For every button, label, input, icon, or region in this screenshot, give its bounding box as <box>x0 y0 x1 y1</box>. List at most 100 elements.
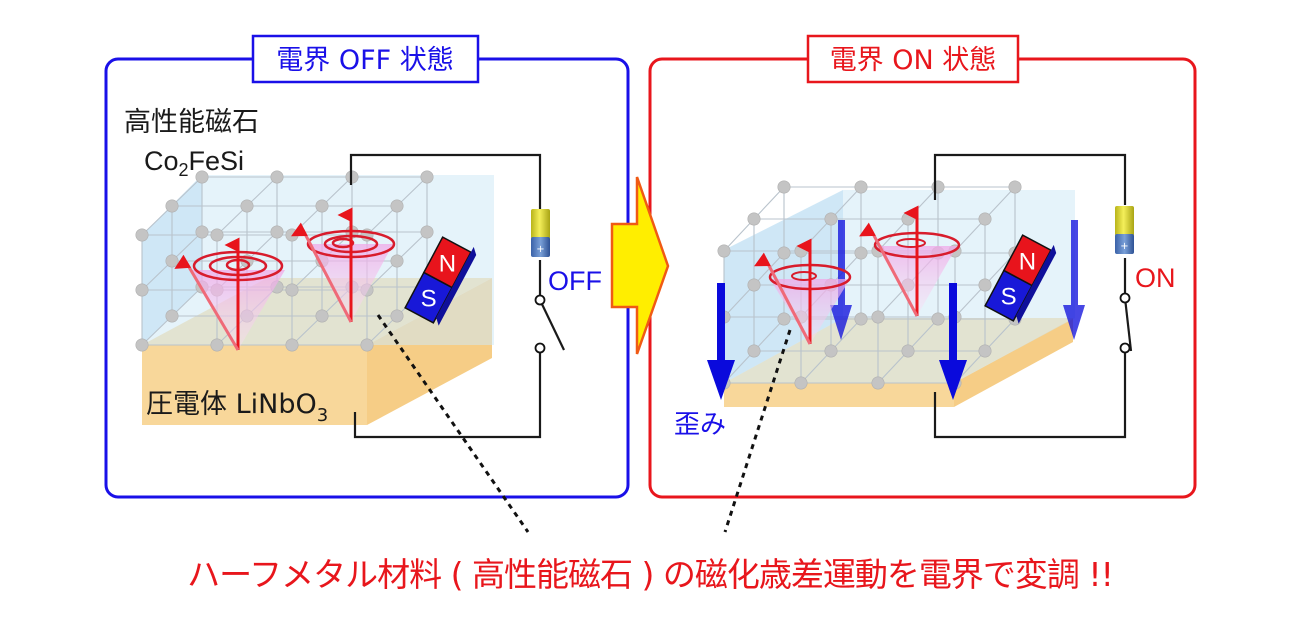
lattice-atom <box>135 283 149 297</box>
lattice-bond <box>171 286 203 317</box>
strain-arrow-back-left <box>830 220 852 340</box>
on-spin-cone-2 <box>859 205 961 317</box>
lattice-atom <box>315 309 329 323</box>
lattice-atom <box>717 244 731 258</box>
lattice-atom <box>390 254 404 268</box>
lattice-bond <box>984 186 1016 220</box>
lattice-bond <box>800 350 832 384</box>
lattice-atom <box>390 199 404 213</box>
strain-arrow-back-right <box>1063 220 1085 340</box>
precession-orbit-inner <box>896 238 926 248</box>
lattice-atom <box>195 170 209 184</box>
magnet-south-label: S <box>421 286 437 313</box>
off-magnet-label: 高性能磁石 <box>124 107 259 138</box>
lattice-atom <box>420 170 434 184</box>
caption: ハーフメタル材料 ( 高性能磁石 ) の磁化歳差運動を電界で変調 !! <box>187 555 1114 594</box>
lattice-atom <box>931 312 945 326</box>
lattice-atom <box>135 338 149 352</box>
panel-on-title: 電界 ON 状態 <box>830 45 997 76</box>
magnet-south-label: S <box>1001 284 1017 311</box>
on-battery-icon: + <box>1115 206 1134 254</box>
lattice-atom <box>794 244 808 258</box>
switch-terminal-bottom <box>1119 342 1131 354</box>
lattice-atom <box>285 228 299 242</box>
lattice-bond <box>366 205 398 236</box>
spin-moment-arrow <box>174 254 240 351</box>
lattice-bond <box>723 218 755 252</box>
lattice-bond <box>830 186 862 220</box>
switch-terminal-bottom <box>534 342 546 354</box>
off-spin-cone-1 <box>174 237 285 351</box>
spin-moment-arrow <box>754 252 812 345</box>
magnet-north-label: N <box>1019 248 1036 275</box>
panel-off-title: 電界 OFF 状態 <box>276 45 453 76</box>
lattice-bond <box>366 315 398 346</box>
lattice-atom <box>901 344 915 358</box>
panel-on-title-box <box>806 34 1020 84</box>
lattice-bond <box>984 318 1016 352</box>
off-substrate-label: 圧電体 LiNbO3 <box>146 389 328 426</box>
off-spin-cone-2 <box>291 207 396 323</box>
lattice-bond <box>141 315 173 346</box>
on-circuit: + ON <box>933 153 1176 439</box>
lattice-atom <box>390 309 404 323</box>
lattice-atom <box>854 180 868 194</box>
pointer-line-off <box>376 314 530 533</box>
off-switch-label: OFF <box>548 266 602 296</box>
lattice-atom <box>854 312 868 326</box>
lattice-bond <box>246 231 278 262</box>
lattice-atom <box>270 225 284 239</box>
lattice-atom <box>978 278 992 292</box>
battery-plus: + <box>1120 241 1128 252</box>
lattice-atom <box>931 180 945 194</box>
lattice-bond <box>753 318 785 352</box>
lattice-bond <box>877 350 909 384</box>
lattice-atom <box>270 170 284 184</box>
substrate-sub-3: 3 <box>317 405 328 426</box>
lattice-atom <box>285 283 299 297</box>
precession-orbit-inner <box>331 237 355 249</box>
transition-arrow <box>610 176 670 355</box>
lattice-atom <box>901 212 915 226</box>
lattice-atom <box>315 199 329 213</box>
lattice-bond <box>141 260 173 291</box>
lattice-atom <box>824 212 838 226</box>
formula-sub-2: 2 <box>179 160 189 180</box>
lattice-bond <box>321 176 353 207</box>
lattice-bond <box>141 205 173 236</box>
spin-moment-arrow <box>291 222 353 323</box>
lattice-atom <box>165 199 179 213</box>
on-spin-cone-1 <box>754 238 852 345</box>
panel-off-title-box <box>251 34 480 84</box>
lattice-atom <box>777 246 791 260</box>
formula-fesi: FeSi <box>189 146 245 176</box>
lattice-atom <box>240 199 254 213</box>
lattice-bond <box>753 252 785 286</box>
lattice-bond <box>723 284 755 318</box>
strain-arrow-front-right <box>939 283 967 400</box>
lattice-bond <box>366 260 398 291</box>
lattice-atom <box>747 212 761 226</box>
panel-off: 電界 OFF 状態 <box>104 34 630 499</box>
lattice-atom <box>285 338 299 352</box>
lattice-atom <box>978 212 992 226</box>
off-magnet-formula: Co2FeSi <box>144 146 244 180</box>
off-battery-icon: + <box>531 209 550 257</box>
lattice-atom <box>195 225 209 239</box>
lattice-atom <box>360 338 374 352</box>
lattice-bond <box>753 186 785 220</box>
lattice-bond <box>396 231 428 262</box>
lattice-atom <box>135 228 149 242</box>
lattice-atom <box>747 344 761 358</box>
precession-orbit-inner <box>791 271 817 281</box>
panel-on: 電界 ON 状態 <box>648 34 1197 499</box>
formula-co: Co <box>144 146 179 176</box>
lattice-bond <box>171 176 203 207</box>
lattice-atom <box>165 309 179 323</box>
lattice-atom <box>210 228 224 242</box>
on-switch-label: ON <box>1135 263 1176 293</box>
lattice-bond <box>830 318 862 352</box>
battery-plus: + <box>536 244 544 255</box>
spin-moment-arrow <box>859 222 919 317</box>
lattice-atom <box>978 344 992 358</box>
